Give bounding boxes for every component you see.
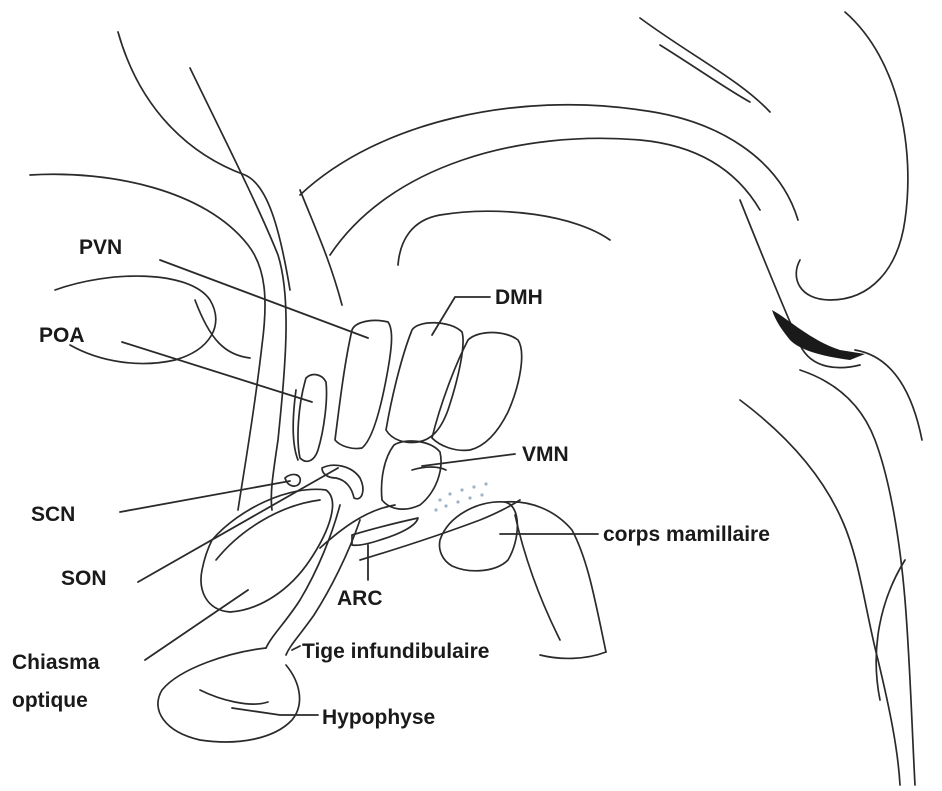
posterior-nucleus-shape [432,333,522,451]
label-arc: ARC [337,587,383,610]
label-son: SON [61,567,107,590]
nuclei-shapes [285,320,522,545]
dmh-shape [386,323,463,443]
label-scn: SCN [31,503,75,526]
label-pvn: PVN [79,236,122,259]
scn-shape [322,465,363,499]
arc-shape [352,518,418,545]
label-chiasma-line2: optique [12,689,88,712]
brain-outline [30,12,922,785]
label-poa: POA [39,324,85,347]
label-dmh: DMH [495,286,543,309]
corps-mamillaire-shape [440,502,518,571]
label-hypophyse: Hypophyse [322,706,435,729]
poa-shape [298,375,327,462]
label-tige-infundibulaire: Tige infundibulaire [302,640,489,663]
hypophyse-shape [158,648,300,742]
label-corps-mamillaire: corps mamillaire [603,523,770,546]
vmn-shape [382,441,442,509]
labels: PVN POA DMH VMN SCN SON ARC corps mamill… [12,236,770,729]
pvn-shape [335,320,392,448]
label-vmn: VMN [522,443,569,466]
label-chiasma-line1: Chiasma [12,651,100,674]
